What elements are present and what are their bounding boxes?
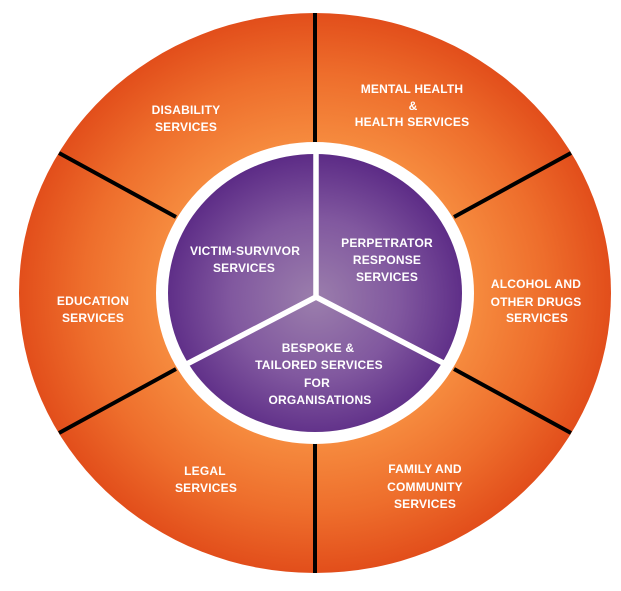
- inner-segment-label-victim-survivor-services: VICTIM-SURVIVOR SERVICES: [190, 244, 300, 275]
- divider-upper-left: [58, 151, 177, 219]
- segment-label-line: SERVICES: [62, 311, 124, 325]
- inner-divider-lower-right: [314, 294, 451, 369]
- segment-label-line: OTHER DRUGS: [491, 295, 582, 309]
- outer-segment-label-education-services: EDUCATION SERVICES: [57, 294, 129, 325]
- segment-label-line: SERVICES: [394, 497, 456, 511]
- segment-label-line: LEGAL: [184, 464, 226, 478]
- inner-divider-lower-left: [181, 294, 318, 369]
- segment-label-line: EDUCATION: [57, 294, 129, 308]
- inner-segment-label-perpetrator-response-services: PERPETRATOR RESPONSE SERVICES: [341, 236, 433, 284]
- outer-segment-label-mental-health-health-services: MENTAL HEALTH & HEALTH SERVICES: [355, 82, 470, 129]
- segment-label-line: FAMILY AND: [388, 462, 462, 476]
- segment-label-line: SERVICES: [175, 481, 237, 495]
- outer-segment-label-family-and-community-services: FAMILY AND COMMUNITY SERVICES: [387, 462, 463, 511]
- divider-lower-left: [58, 367, 177, 435]
- segment-label-line: HEALTH SERVICES: [355, 115, 470, 129]
- inner-segment-dividers: [181, 147, 451, 369]
- segment-label-line: &: [409, 99, 418, 113]
- segment-label-line: SERVICES: [506, 311, 568, 325]
- segment-label-line: FOR: [304, 376, 330, 390]
- segment-label-line: DISABILITY: [152, 103, 221, 117]
- segment-label-line: MENTAL HEALTH: [361, 82, 464, 96]
- segment-label-line: SERVICES: [356, 270, 418, 284]
- outer-segment-label-legal-services: LEGAL SERVICES: [175, 464, 237, 495]
- segment-label-line: BESPOKE &: [282, 341, 355, 355]
- outer-segment-label-alcohol-and-other-drugs-services: ALCOHOL AND OTHER DRUGS SERVICES: [491, 277, 582, 325]
- outer-segment-dividers: [58, 13, 572, 573]
- segment-label-line: RESPONSE: [353, 253, 421, 267]
- inner-segment-label-bespoke-tailored-services: BESPOKE & TAILORED SERVICES FOR ORGANISA…: [255, 341, 383, 407]
- segment-label-line: PERPETRATOR: [341, 236, 433, 250]
- segment-label-line: SERVICES: [213, 261, 275, 275]
- outer-segment-label-disability-services: DISABILITY SERVICES: [152, 103, 221, 134]
- segment-label-line: ORGANISATIONS: [268, 393, 371, 407]
- divider-upper-right: [453, 151, 572, 219]
- divider-lower-right: [453, 367, 572, 435]
- segment-label-line: COMMUNITY: [387, 480, 463, 494]
- segment-label-line: SERVICES: [155, 120, 217, 134]
- segment-label-line: TAILORED SERVICES: [255, 358, 383, 372]
- segment-label-line: VICTIM-SURVIVOR: [190, 244, 300, 258]
- segment-label-line: ALCOHOL AND: [491, 277, 581, 291]
